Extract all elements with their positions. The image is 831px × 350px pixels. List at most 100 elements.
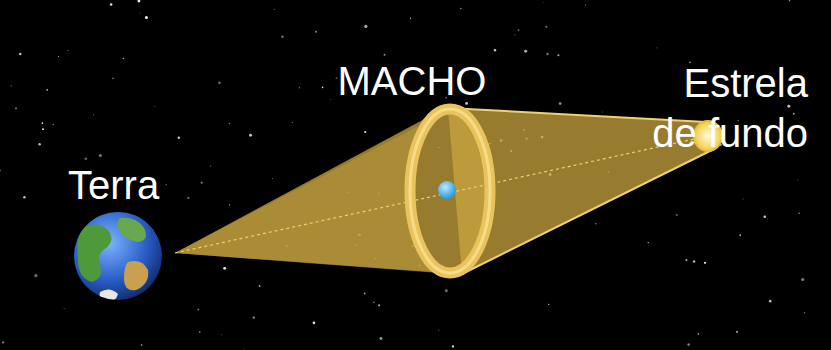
star-dot	[514, 34, 515, 35]
star-dot	[452, 345, 454, 347]
star-dot	[210, 165, 211, 166]
light-cone	[175, 106, 492, 274]
star-dot	[166, 184, 168, 186]
star-dot	[138, 0, 141, 2]
star-dot	[42, 122, 44, 124]
star-dot	[330, 98, 332, 100]
star-dot	[322, 87, 324, 89]
star-dot	[687, 343, 690, 346]
star-dot	[197, 308, 199, 310]
einstein-ring	[410, 109, 490, 273]
star-dot	[787, 105, 790, 108]
star-dot	[524, 50, 527, 53]
star-dot	[315, 31, 317, 33]
light-edge	[462, 150, 712, 274]
star-dot	[704, 262, 706, 264]
star-dot	[93, 114, 94, 115]
star-dot	[42, 128, 44, 130]
star-dot	[145, 16, 148, 19]
star-dot	[801, 278, 804, 281]
star-dot	[438, 330, 439, 331]
star-dot	[84, 157, 87, 160]
earth-land	[78, 218, 149, 302]
star-dot	[379, 337, 382, 340]
star-dot	[112, 77, 114, 79]
star-dot	[313, 322, 316, 325]
star-dot	[736, 331, 738, 333]
earth-label: Terra	[68, 160, 159, 210]
star-dot	[804, 312, 805, 313]
star-dot	[648, 242, 649, 243]
star-dot	[548, 304, 549, 305]
star-dot	[274, 9, 276, 11]
star-dot	[445, 289, 448, 292]
star-dot	[460, 8, 462, 10]
star-dot	[518, 29, 520, 31]
star-dot	[199, 331, 200, 332]
star-dot	[410, 17, 411, 18]
star-dot	[364, 131, 366, 133]
star-dot	[99, 154, 102, 157]
earth	[74, 212, 162, 300]
star-dot	[545, 26, 547, 28]
star-dot	[384, 54, 386, 56]
star-dot	[58, 56, 59, 57]
star-dot	[291, 122, 293, 124]
star-dot	[739, 234, 741, 236]
star-dot	[595, 223, 596, 224]
star-dot	[63, 307, 65, 309]
star-dot	[19, 53, 21, 55]
star-dot	[364, 293, 366, 295]
star-dot	[796, 179, 798, 181]
line-of-sight	[175, 136, 708, 253]
star-dot	[253, 317, 255, 319]
star-dot	[259, 285, 261, 287]
star-dot	[11, 85, 12, 86]
star-dot	[23, 196, 25, 198]
star-dot	[229, 123, 231, 125]
star-dot	[543, 2, 545, 4]
star-field	[0, 0, 805, 350]
star-dot	[53, 124, 54, 125]
macho-body	[438, 181, 456, 199]
star-dot	[244, 349, 246, 350]
star-dot	[763, 215, 766, 218]
star-dot	[697, 333, 699, 335]
star-dot	[789, 0, 791, 1]
star-dot	[141, 344, 143, 346]
star-dot	[223, 267, 226, 270]
star-dot	[154, 105, 156, 107]
star-dot	[221, 334, 223, 336]
star-dot	[218, 82, 221, 85]
star-dot	[271, 178, 273, 180]
star-dot	[494, 49, 496, 51]
star-dot	[559, 102, 562, 105]
star-dot	[0, 170, 1, 172]
star-dot	[201, 182, 203, 184]
star-dot	[685, 259, 687, 261]
star-dot	[743, 198, 744, 199]
star-dot	[229, 204, 230, 205]
star-dot	[187, 197, 189, 199]
star-dot	[585, 5, 586, 6]
star-label: Estrela de fundo	[650, 58, 808, 158]
star-dot	[656, 47, 657, 48]
star-dot	[676, 214, 678, 216]
star-dot	[2, 341, 4, 343]
star-dot	[769, 300, 772, 303]
star-dot	[601, 111, 603, 113]
star-dot	[249, 134, 252, 137]
star-dot	[798, 212, 800, 214]
star-dot	[557, 54, 559, 56]
star-dot	[34, 274, 37, 277]
star-dot	[110, 3, 113, 6]
star-dot	[546, 53, 548, 55]
star-dot	[693, 260, 695, 262]
star-dot	[336, 77, 338, 79]
star-dot	[299, 87, 300, 88]
star-dot	[46, 89, 48, 91]
star-dot	[67, 50, 68, 51]
star-dot	[178, 137, 180, 139]
einstein-ring	[410, 109, 490, 273]
